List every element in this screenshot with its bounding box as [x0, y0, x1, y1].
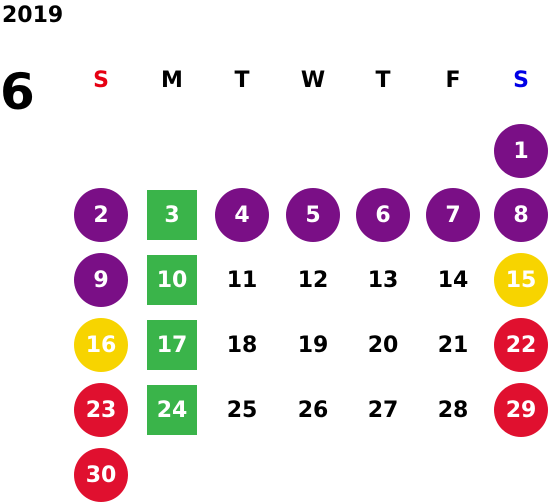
calendar-day[interactable]: 21: [437, 332, 469, 358]
weekday-label: T: [375, 67, 391, 93]
weekday-label: T: [234, 67, 250, 93]
calendar-day-marked-circle[interactable]: 6: [356, 188, 410, 242]
calendar-day-marked-circle[interactable]: 22: [494, 318, 548, 372]
calendar-day-marked-circle[interactable]: 16: [74, 318, 128, 372]
weekday-label: W: [300, 67, 326, 93]
calendar-day-marked-circle[interactable]: 4: [215, 188, 269, 242]
calendar-day-marked-square[interactable]: 3: [147, 190, 197, 240]
weekday-label: F: [445, 67, 461, 93]
weekday-label: S: [513, 67, 529, 93]
calendar-day-marked-square[interactable]: 17: [147, 320, 197, 370]
calendar-day[interactable]: 18: [226, 332, 258, 358]
weekday-label: S: [93, 67, 109, 93]
calendar-day-marked-circle[interactable]: 8: [494, 188, 548, 242]
calendar-day-marked-circle[interactable]: 23: [74, 383, 128, 437]
calendar-day-marked-circle[interactable]: 9: [74, 253, 128, 307]
calendar-day-marked-circle[interactable]: 2: [74, 188, 128, 242]
calendar-day[interactable]: 11: [226, 267, 258, 293]
calendar-day-marked-circle[interactable]: 30: [74, 448, 128, 502]
calendar-day-marked-circle[interactable]: 1: [494, 124, 548, 178]
calendar-day-marked-circle[interactable]: 7: [426, 188, 480, 242]
calendar-day[interactable]: 25: [226, 397, 258, 423]
weekday-label: M: [161, 67, 183, 93]
calendar-year: 2019: [2, 3, 64, 28]
calendar-day[interactable]: 19: [297, 332, 329, 358]
calendar-day[interactable]: 28: [437, 397, 469, 423]
calendar-day-marked-circle[interactable]: 29: [494, 383, 548, 437]
calendar-day[interactable]: 27: [367, 397, 399, 423]
calendar-day[interactable]: 14: [437, 267, 469, 293]
calendar-day[interactable]: 26: [297, 397, 329, 423]
calendar-day-marked-circle[interactable]: 15: [494, 253, 548, 307]
calendar-day[interactable]: 13: [367, 267, 399, 293]
calendar-day[interactable]: 12: [297, 267, 329, 293]
calendar-day-marked-square[interactable]: 24: [147, 385, 197, 435]
calendar-day-marked-square[interactable]: 10: [147, 255, 197, 305]
calendar-day-marked-circle[interactable]: 5: [286, 188, 340, 242]
calendar-month: 6: [0, 63, 35, 121]
calendar-day[interactable]: 20: [367, 332, 399, 358]
